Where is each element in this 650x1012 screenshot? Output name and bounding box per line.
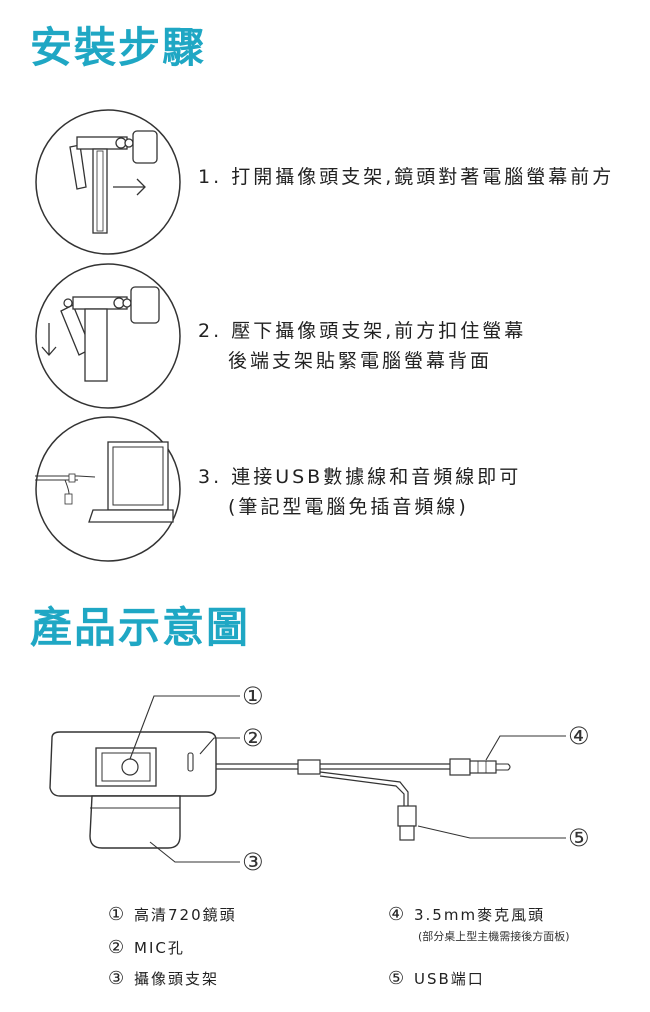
step-1-text: 1. 打開攝像頭支架,鏡頭對著電腦螢幕前方	[198, 162, 614, 192]
step-3-illustration	[35, 416, 181, 562]
step-2-text: 2. 壓下攝像頭支架,前方扣住螢幕 後端支架貼緊電腦螢幕背面	[198, 316, 526, 376]
step-3-line-1: 3. 連接USB數據線和音頻線即可	[198, 466, 522, 488]
arrow-down-icon	[41, 323, 57, 356]
step-2-illustration	[35, 263, 181, 409]
callout-5: ⑤	[568, 824, 590, 852]
callout-2: ②	[242, 724, 264, 752]
step-2-line-2: 後端支架貼緊電腦螢幕背面	[228, 350, 493, 372]
legend-mic-jack-note: (部分桌上型主機需接後方面板)	[418, 930, 570, 943]
arrow-right-icon	[113, 178, 146, 196]
product-title: 產品示意圖	[30, 603, 251, 652]
step-1-illustration	[35, 109, 181, 255]
callout-3: ③	[242, 848, 264, 876]
callout-4: ④	[568, 722, 590, 750]
step-2-line-1: 2. 壓下攝像頭支架,前方扣住螢幕	[198, 320, 527, 342]
install-title: 安裝步驟	[30, 23, 207, 72]
step-1-line-1: 1. 打開攝像頭支架,鏡頭對著電腦螢幕前方	[198, 166, 615, 188]
step-3-line-2: (筆記型電腦免插音頻線)	[228, 496, 469, 518]
callout-1: ①	[242, 682, 264, 710]
step-3-text: 3. 連接USB數據線和音頻線即可 (筆記型電腦免插音頻線)	[198, 462, 521, 522]
product-diagram	[49, 695, 566, 863]
